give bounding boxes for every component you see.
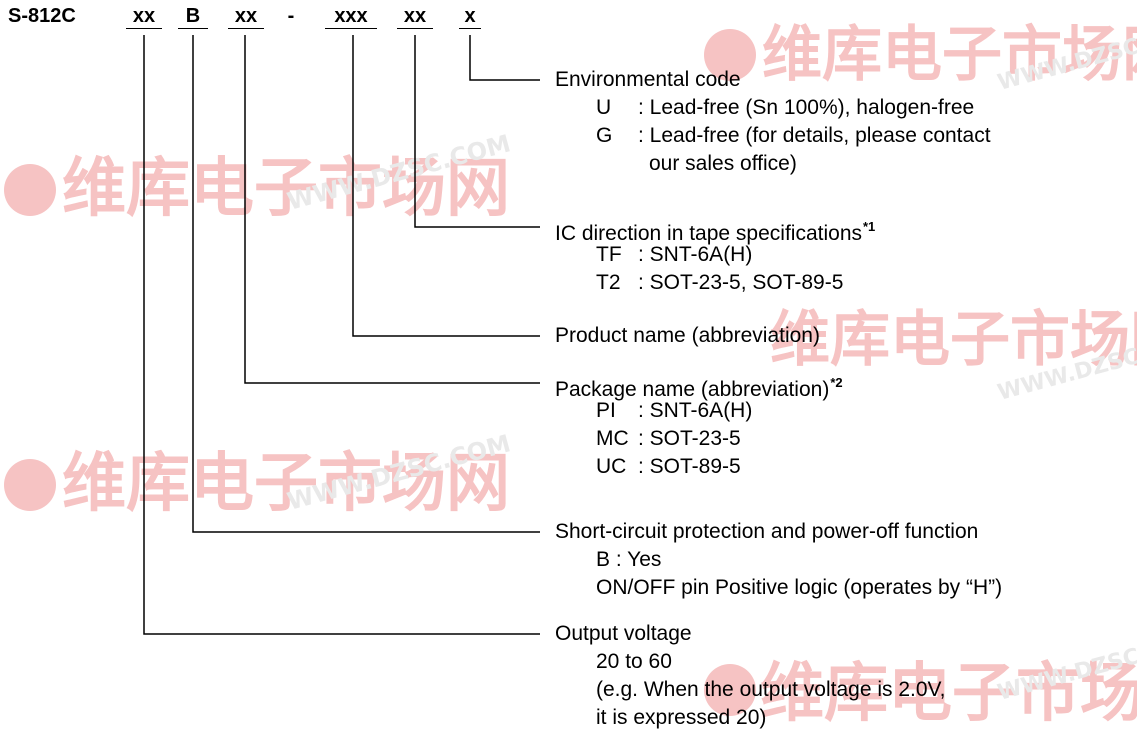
- package-footnote: *2: [830, 375, 843, 390]
- package-uc-code: UC: [596, 455, 627, 478]
- code-product: xxx: [325, 4, 377, 29]
- environmental-title: Environmental code: [555, 68, 741, 91]
- environmental-u-code: U: [596, 96, 612, 119]
- ic-direction-t2-code: T2: [596, 271, 621, 294]
- code-output-voltage: xx: [126, 4, 162, 29]
- code-environmental: x: [459, 4, 481, 29]
- product-title: Product name (abbreviation): [555, 324, 820, 347]
- package-pi-desc: : SNT-6A(H): [638, 399, 753, 422]
- package-title: Package name (abbreviation)*2: [555, 369, 843, 404]
- package-uc-line: UC : SOT-89-5: [596, 453, 741, 481]
- connector-environmental: [469, 35, 540, 81]
- code-short-circuit: B: [178, 4, 208, 29]
- connector-short-circuit: [192, 35, 540, 533]
- code-ic-direction: xx: [397, 4, 433, 29]
- package-mc-code: MC: [596, 427, 629, 450]
- package-mc-desc: : SOT-23-5: [638, 427, 741, 450]
- package-mc-line: MC : SOT-23-5: [596, 425, 741, 453]
- output-voltage-range: 20 to 60: [596, 650, 672, 673]
- environmental-g-desc-cont: our sales office): [649, 152, 797, 175]
- output-voltage-example2: it is expressed 20): [596, 706, 767, 729]
- package-title-text: Package name (abbreviation): [555, 378, 830, 401]
- environmental-u-line: U : Lead-free (Sn 100%), halogen-free: [596, 94, 974, 122]
- short-circuit-title: Short-circuit protection and power-off f…: [555, 520, 979, 543]
- connector-package: [244, 35, 540, 384]
- package-pi-code: PI: [596, 399, 616, 422]
- connector-ic-direction: [414, 35, 540, 228]
- code-package: xx: [228, 4, 264, 29]
- ic-direction-title: IC direction in tape specifications*1: [555, 213, 875, 248]
- package-uc-desc: : SOT-89-5: [638, 455, 741, 478]
- environmental-g-desc: : Lead-free (for details, please contact: [638, 124, 991, 147]
- code-prefix: S-812C: [8, 5, 76, 27]
- short-circuit-onoff-line: ON/OFF pin Positive logic (operates by “…: [596, 576, 1003, 599]
- ic-direction-t2-desc: : SOT-23-5, SOT-89-5: [638, 271, 844, 294]
- ic-direction-tf-desc: : SNT-6A(H): [638, 243, 753, 266]
- environmental-g-line: G : Lead-free (for details, please contac…: [596, 122, 991, 150]
- environmental-g-code: G: [596, 124, 613, 147]
- code-dash: -: [287, 5, 295, 27]
- environmental-u-desc: : Lead-free (Sn 100%), halogen-free: [638, 96, 975, 119]
- ic-direction-footnote: *1: [863, 219, 876, 234]
- short-circuit-b-line: B : Yes: [596, 548, 662, 571]
- connector-output-voltage: [143, 35, 540, 635]
- output-voltage-example1: (e.g. When the output voltage is 2.0V,: [596, 678, 946, 701]
- ic-direction-tf-line: TF : SNT-6A(H): [596, 241, 752, 269]
- ic-direction-tf-code: TF: [596, 243, 622, 266]
- ic-direction-t2-line: T2 : SOT-23-5, SOT-89-5: [596, 269, 843, 297]
- ic-direction-title-text: IC direction in tape specifications: [555, 222, 862, 245]
- connector-product: [352, 35, 540, 337]
- output-voltage-title: Output voltage: [555, 622, 692, 645]
- package-pi-line: PI : SNT-6A(H): [596, 397, 752, 425]
